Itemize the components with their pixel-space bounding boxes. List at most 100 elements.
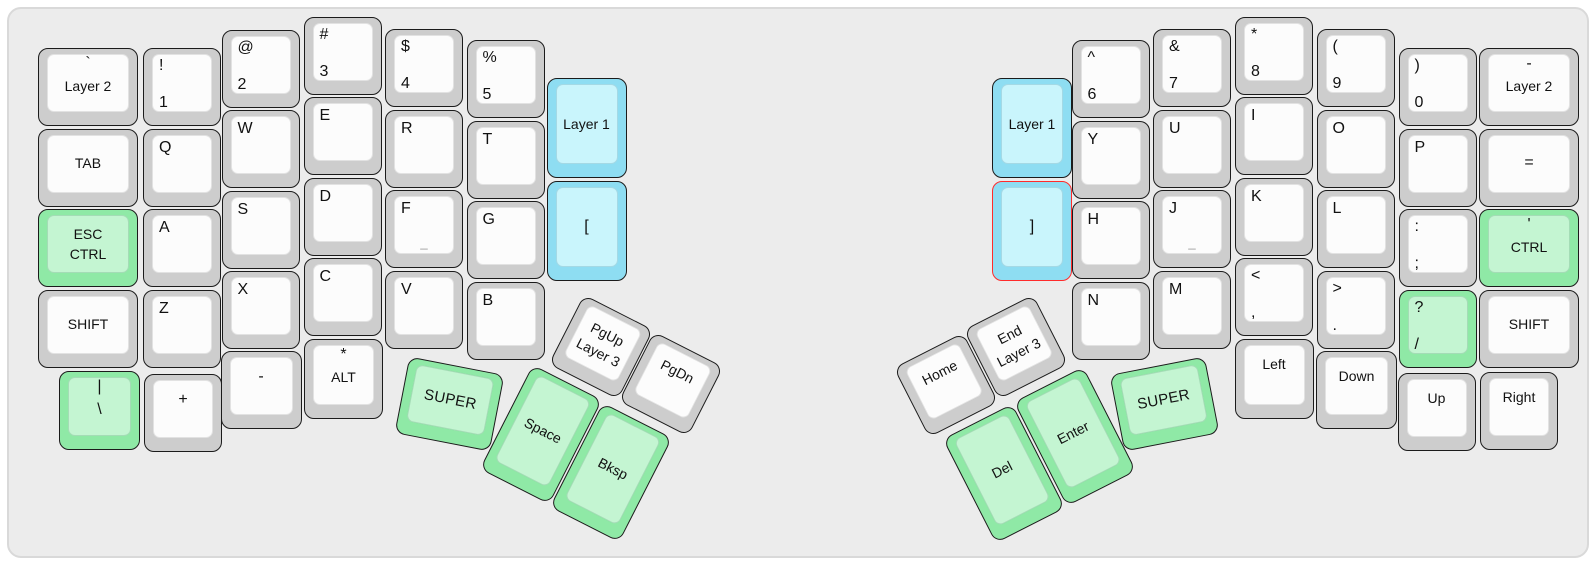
key-x[interactable]: X <box>221 271 300 349</box>
key-plus[interactable]: + <box>144 373 222 452</box>
key-s[interactable]: S <box>221 190 300 269</box>
key-legend-line: Layer 1 <box>1008 115 1056 132</box>
key-legend-line: | <box>97 378 102 395</box>
key-layer2-right[interactable]: -Layer 2 <box>1479 48 1579 126</box>
key-legend-line: ALT <box>331 369 356 385</box>
key-legend: *8 <box>1244 23 1304 81</box>
key-legend: `Layer 2 <box>47 54 129 112</box>
key-pipe-backslash[interactable]: |\ <box>59 371 140 450</box>
keycap-top <box>1080 287 1141 346</box>
key-tab[interactable]: TAB <box>38 128 138 207</box>
key-legend: N <box>1081 288 1141 346</box>
key-legend-line: C <box>319 268 332 285</box>
key-right-arrow[interactable]: Right <box>1480 371 1558 450</box>
key-e[interactable]: E <box>303 97 382 175</box>
key-c[interactable]: C <box>303 258 382 336</box>
key-star-8[interactable]: *8 <box>1235 16 1313 95</box>
key-w[interactable]: W <box>221 110 300 188</box>
key-f[interactable]: F_ <box>385 190 463 268</box>
key-legend: Up <box>1407 379 1467 437</box>
key-dollar-4[interactable]: $4 <box>385 29 463 107</box>
key-shift-left[interactable]: SHIFT <box>38 289 138 368</box>
key-colon-semicolon[interactable]: :; <box>1398 209 1477 287</box>
key-legend: SHIFT <box>47 296 129 354</box>
key-legend: O <box>1326 116 1386 174</box>
key-r[interactable]: R <box>385 109 463 188</box>
key-legend: R <box>394 116 454 174</box>
key-legend-line: W <box>237 120 253 137</box>
key-g[interactable]: G <box>466 201 545 279</box>
key-rparen-0[interactable]: )0 <box>1398 48 1477 126</box>
keycap-top <box>475 207 536 265</box>
key-legend-line: [ <box>584 217 589 235</box>
key-l[interactable]: L <box>1316 190 1395 268</box>
keycap-top <box>230 277 291 335</box>
key-b[interactable]: B <box>466 281 545 360</box>
key-percent-5[interactable]: %5 <box>466 40 545 118</box>
key-right-bracket[interactable]: ] <box>992 181 1072 281</box>
key-legend: 'CTRL <box>1488 215 1570 273</box>
key-legend-line: Left <box>1262 356 1286 372</box>
key-z[interactable]: Z <box>143 289 221 368</box>
key-hash-3[interactable]: #3 <box>303 16 382 95</box>
key-equals[interactable]: = <box>1479 128 1579 207</box>
key-legend-line: Z <box>159 299 169 317</box>
key-layer1-right[interactable]: Layer 1 <box>992 78 1072 178</box>
key-legend: Layer 1 <box>556 84 618 164</box>
keycap-top <box>312 103 373 161</box>
key-u[interactable]: U <box>1153 109 1231 188</box>
key-q[interactable]: Q <box>143 128 221 207</box>
key-down-arrow[interactable]: Down <box>1316 351 1397 429</box>
key-legend-line: - <box>258 368 264 385</box>
keycap-top <box>394 35 454 93</box>
keycap-top <box>1488 215 1570 273</box>
key-legend-line: ? <box>1414 298 1424 316</box>
key-star-alt[interactable]: *ALT <box>304 339 383 419</box>
keycap-top <box>1001 84 1063 164</box>
key-v[interactable]: V <box>385 270 463 349</box>
key-quote-ctrl[interactable]: 'CTRL <box>1479 209 1579 287</box>
key-shift-right[interactable]: SHIFT <box>1479 289 1579 368</box>
key-minus[interactable]: - <box>220 351 302 429</box>
key-h[interactable]: H <box>1071 201 1150 279</box>
key-legend: C <box>313 264 373 322</box>
key-legend-line: * <box>1251 25 1258 43</box>
key-left-bracket[interactable]: [ <box>546 181 627 281</box>
keycap-top <box>312 22 373 81</box>
keycap-top <box>1162 196 1222 254</box>
key-legend: L <box>1326 196 1386 254</box>
key-m[interactable]: M <box>1153 270 1231 349</box>
key-exclam-1[interactable]: !1 <box>143 48 221 126</box>
key-p[interactable]: P <box>1398 128 1477 207</box>
key-t[interactable]: T <box>466 120 545 199</box>
key-gt-period[interactable]: >. <box>1316 270 1395 349</box>
key-legend-line: ! <box>159 57 164 74</box>
key-a[interactable]: A <box>143 209 221 287</box>
key-y[interactable]: Y <box>1071 120 1150 199</box>
key-n[interactable]: N <box>1071 281 1150 360</box>
key-d[interactable]: D <box>303 177 382 256</box>
key-j[interactable]: J_ <box>1153 190 1231 268</box>
key-legend-line: E <box>319 107 331 124</box>
key-layer2-left[interactable]: `Layer 2 <box>38 48 138 126</box>
key-at-2[interactable]: @2 <box>221 29 300 108</box>
key-legend-line: 1 <box>159 94 168 111</box>
key-legend: G <box>476 207 536 265</box>
key-o[interactable]: O <box>1316 109 1395 188</box>
key-legend: E <box>313 103 373 161</box>
key-left-arrow[interactable]: Left <box>1234 339 1314 419</box>
key-up-arrow[interactable]: Up <box>1397 373 1476 451</box>
keycap-top <box>313 345 374 405</box>
key-lparen-9[interactable]: (9 <box>1316 29 1395 107</box>
key-question-slash[interactable]: ?/ <box>1398 289 1477 368</box>
keycap-top <box>1162 276 1222 335</box>
key-amp-7[interactable]: &7 <box>1153 29 1231 107</box>
key-legend-line: SHIFT <box>1508 316 1550 333</box>
key-caret-6[interactable]: ^6 <box>1071 40 1150 118</box>
key-legend: X <box>231 277 291 335</box>
key-layer1-left[interactable]: Layer 1 <box>546 78 627 178</box>
key-lt-comma[interactable]: <, <box>1235 258 1313 336</box>
key-i[interactable]: I <box>1235 97 1313 175</box>
key-k[interactable]: K <box>1235 177 1313 256</box>
